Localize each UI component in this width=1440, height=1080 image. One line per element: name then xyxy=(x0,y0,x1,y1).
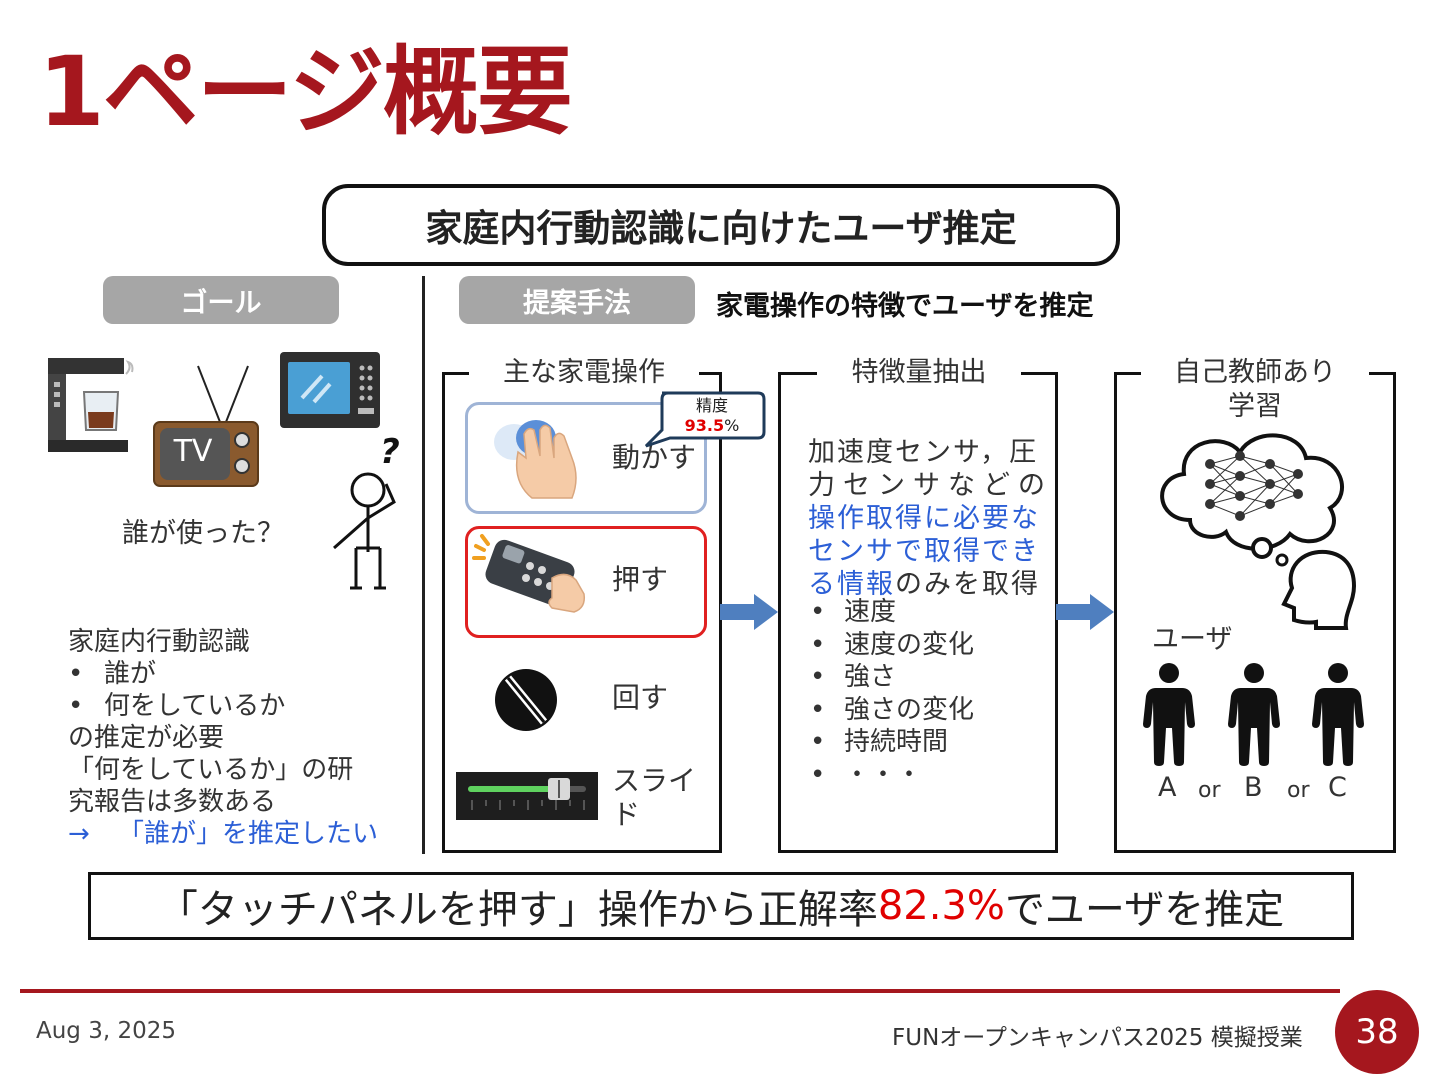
user-c-icon xyxy=(1312,663,1364,766)
result-suffix: でユーザを推定 xyxy=(1004,887,1285,933)
flow-arrow-2 xyxy=(1056,594,1114,630)
features-desc-line-1: 加速度センサ，圧 xyxy=(808,437,1039,468)
learning-panel: 自己教師あり 学習 xyxy=(1114,357,1396,853)
features-desc-line-3: 操作取得に必要な xyxy=(808,503,1040,534)
footer-divider xyxy=(20,989,1340,993)
research-text-2: 究報告は多数ある xyxy=(68,787,277,817)
right-arrow-icon: → xyxy=(68,819,90,849)
or-label-1: or xyxy=(1198,778,1221,803)
accuracy-label: 精度 xyxy=(695,396,728,415)
feature-item: 持続時間 xyxy=(808,726,974,759)
goal-conclusion: →「誰が」を推定したい xyxy=(68,819,379,849)
accuracy-bubble xyxy=(644,391,766,448)
method-label: 提案手法 xyxy=(523,287,631,319)
page-number: 38 xyxy=(1355,1012,1399,1052)
operation-turn-label: 回す xyxy=(612,681,669,714)
section-divider xyxy=(422,276,425,854)
method-pill: 提案手法 xyxy=(459,276,695,324)
page-number-badge: 38 xyxy=(1335,990,1419,1074)
operation-press-card xyxy=(465,526,707,638)
user-a-icon xyxy=(1143,663,1195,766)
main-heading: 家庭内行動認識に向けたユーザ推定 xyxy=(425,207,1017,250)
accuracy-bubble-text: 精度 93.5% xyxy=(664,396,760,436)
feature-item: 速度の変化 xyxy=(808,629,974,662)
flow-arrow-1 xyxy=(720,594,778,630)
hand-move-icon xyxy=(494,420,577,499)
result-prefix: 「タッチパネルを押す」操作から正解率 xyxy=(157,887,878,933)
features-description: 加速度センサ，圧 力センサなどの 操作取得に必要な センサで取得でき る情報のみ… xyxy=(808,436,1053,601)
accuracy-value: 93.5 xyxy=(684,416,725,435)
footer-date: Aug 3, 2025 xyxy=(36,1018,177,1044)
user-b-label: B xyxy=(1244,772,1263,803)
operations-title: 主な家電操作 xyxy=(503,357,665,388)
goal-bullet-2: •何をしているか xyxy=(68,691,286,721)
goal-bullet-1: •誰が xyxy=(68,659,157,689)
operation-move-card xyxy=(465,402,707,514)
features-list: 速度 速度の変化 強さ 強さの変化 持続時間 ・・・ xyxy=(808,596,974,791)
page-title: 1ページ概要 xyxy=(38,36,573,148)
features-desc-line-4: センサで取得でき xyxy=(808,536,1040,567)
research-text-1: 「何をしているか」の研 xyxy=(68,755,354,785)
feature-item: ・・・ xyxy=(808,759,974,792)
features-desc-line-2: 力センサなどの xyxy=(808,470,1053,501)
goal-pill: ゴール xyxy=(103,276,339,324)
learning-title: 自己教師あり 学習 xyxy=(1174,357,1336,422)
main-heading-box: 家庭内行動認識に向けたユーザ推定 xyxy=(322,184,1120,266)
user-b-icon xyxy=(1228,663,1280,766)
coffee-maker-icon xyxy=(48,358,134,452)
person-thinking-icon xyxy=(333,472,396,590)
need-estimation-text: の推定が必要 xyxy=(68,723,225,753)
goal-description: 家庭内行動認識 •誰が •何をしているか の推定が必要 「何をしているか」の研 … xyxy=(68,626,378,850)
user-a-label: A xyxy=(1158,772,1177,803)
footer-event: FUNオープンキャンパス2025 模擬授業 xyxy=(892,1025,1303,1051)
accuracy-unit: % xyxy=(724,416,740,435)
microwave-icon xyxy=(280,352,380,428)
tv-icon xyxy=(153,365,259,487)
operation-press-label: 押す xyxy=(612,563,669,596)
goal-label: ゴール xyxy=(180,287,262,319)
operation-move-label: 動かす xyxy=(612,441,697,474)
method-caption: 家電操作の特徴でユーザを推定 xyxy=(716,291,1094,322)
features-title: 特徴量抽出 xyxy=(851,357,987,388)
tv-screen-label: TV xyxy=(173,434,213,469)
question-mark: ? xyxy=(380,432,400,472)
user-label: ユーザ xyxy=(1152,624,1233,655)
feature-item: 速度 xyxy=(808,596,974,629)
feature-item: 強さ xyxy=(808,661,974,694)
result-accuracy: 82.3% xyxy=(877,883,1005,929)
slider-icon xyxy=(456,772,598,820)
or-label-2: or xyxy=(1287,778,1310,803)
who-used-text: 誰が使った？ xyxy=(122,518,284,549)
recognition-title: 家庭内行動認識 xyxy=(68,627,251,657)
remote-press-icon xyxy=(472,534,586,613)
features-desc-line-5: る情報のみを取得 xyxy=(808,569,1040,600)
neural-network-thought-icon xyxy=(1160,433,1357,630)
operation-slide-label: スライ ド xyxy=(612,764,697,831)
user-c-label: C xyxy=(1328,772,1347,803)
knob-turn-icon xyxy=(495,669,557,731)
feature-item: 強さの変化 xyxy=(808,694,974,727)
